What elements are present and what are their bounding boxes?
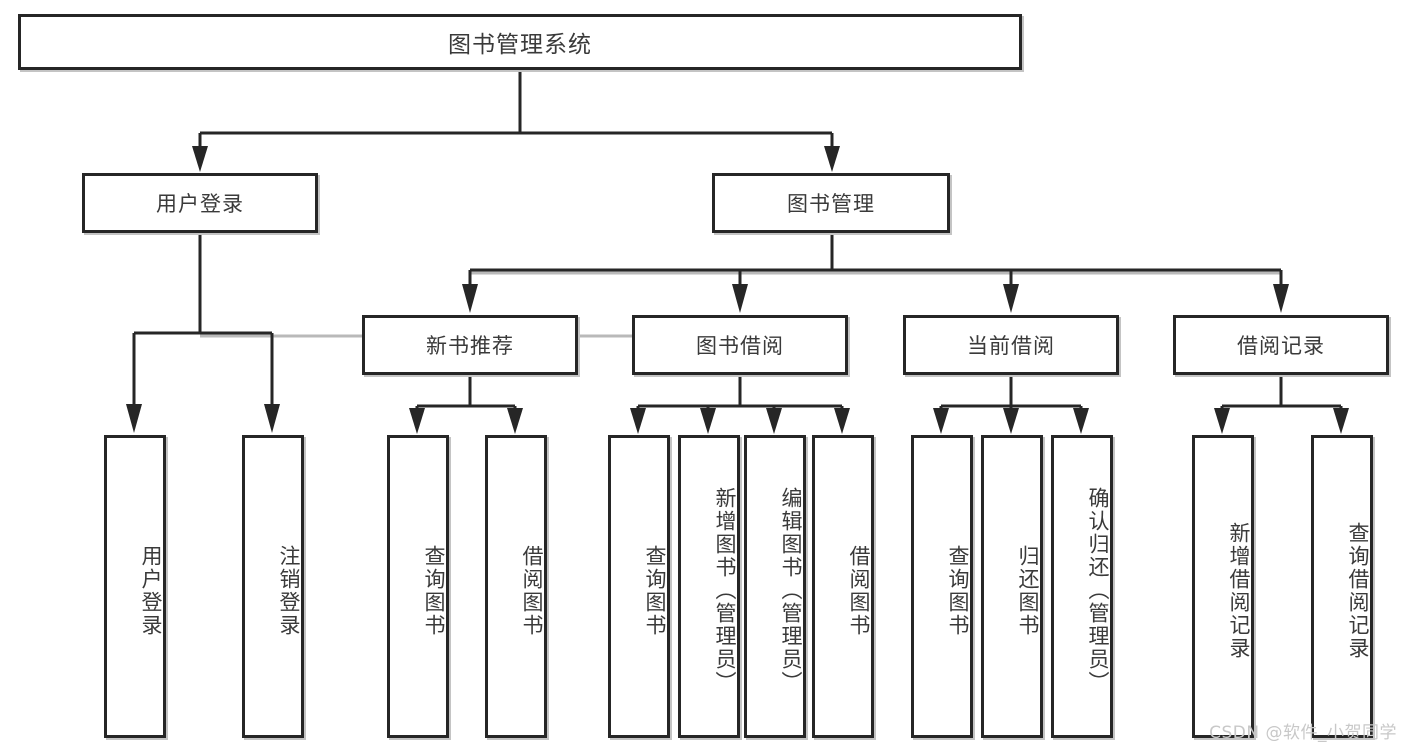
node-label: 编辑图书（管理员） — [779, 487, 803, 694]
leaf-add-record[interactable]: 新增借阅记录 — [1192, 435, 1254, 738]
node-label: 新增借阅记录 — [1227, 521, 1251, 660]
node-label: 查询图书 — [946, 544, 970, 637]
node-label: 注销登录 — [277, 544, 301, 637]
node-label: 归还图书 — [1016, 544, 1040, 637]
leaf-borrow-book-1[interactable]: 借阅图书 — [485, 435, 547, 738]
leaf-query-book-3[interactable]: 查询图书 — [911, 435, 973, 738]
leaf-user-login[interactable]: 用户登录 — [104, 435, 166, 738]
node-label: 用户登录 — [139, 544, 163, 637]
node-label: 当前借阅 — [967, 334, 1055, 358]
node-label: 新增图书（管理员） — [713, 487, 737, 694]
node-label: 图书管理系统 — [448, 32, 592, 58]
node-book-borrow[interactable]: 图书借阅 — [632, 315, 848, 375]
node-label: 借阅记录 — [1237, 334, 1325, 358]
node-label: 用户登录 — [156, 192, 244, 216]
leaf-query-book-2[interactable]: 查询图书 — [608, 435, 670, 738]
node-label: 查询图书 — [422, 544, 446, 637]
node-borrow-record[interactable]: 借阅记录 — [1173, 315, 1389, 375]
node-user-login[interactable]: 用户登录 — [82, 173, 318, 233]
node-label: 查询图书 — [643, 544, 667, 637]
leaf-edit-book[interactable]: 编辑图书（管理员） — [744, 435, 806, 738]
node-label: 新书推荐 — [426, 334, 514, 358]
node-label: 图书借阅 — [696, 334, 784, 358]
node-label: 图书管理 — [787, 192, 875, 216]
node-new-book-recommend[interactable]: 新书推荐 — [362, 315, 578, 375]
node-label: 确认归还（管理员） — [1086, 487, 1110, 694]
node-book-management[interactable]: 图书管理 — [712, 173, 950, 233]
leaf-borrow-book-2[interactable]: 借阅图书 — [812, 435, 874, 738]
node-label: 查询借阅记录 — [1346, 521, 1370, 660]
leaf-user-logout[interactable]: 注销登录 — [242, 435, 304, 738]
leaf-return-book[interactable]: 归还图书 — [981, 435, 1043, 738]
node-label: 借阅图书 — [520, 544, 544, 637]
leaf-query-book-1[interactable]: 查询图书 — [387, 435, 449, 738]
node-label: 借阅图书 — [847, 544, 871, 637]
leaf-add-book[interactable]: 新增图书（管理员） — [678, 435, 740, 738]
node-current-borrow[interactable]: 当前借阅 — [903, 315, 1119, 375]
leaf-confirm-return[interactable]: 确认归还（管理员） — [1051, 435, 1113, 738]
leaf-query-record[interactable]: 查询借阅记录 — [1311, 435, 1373, 738]
node-root-system[interactable]: 图书管理系统 — [18, 14, 1022, 70]
